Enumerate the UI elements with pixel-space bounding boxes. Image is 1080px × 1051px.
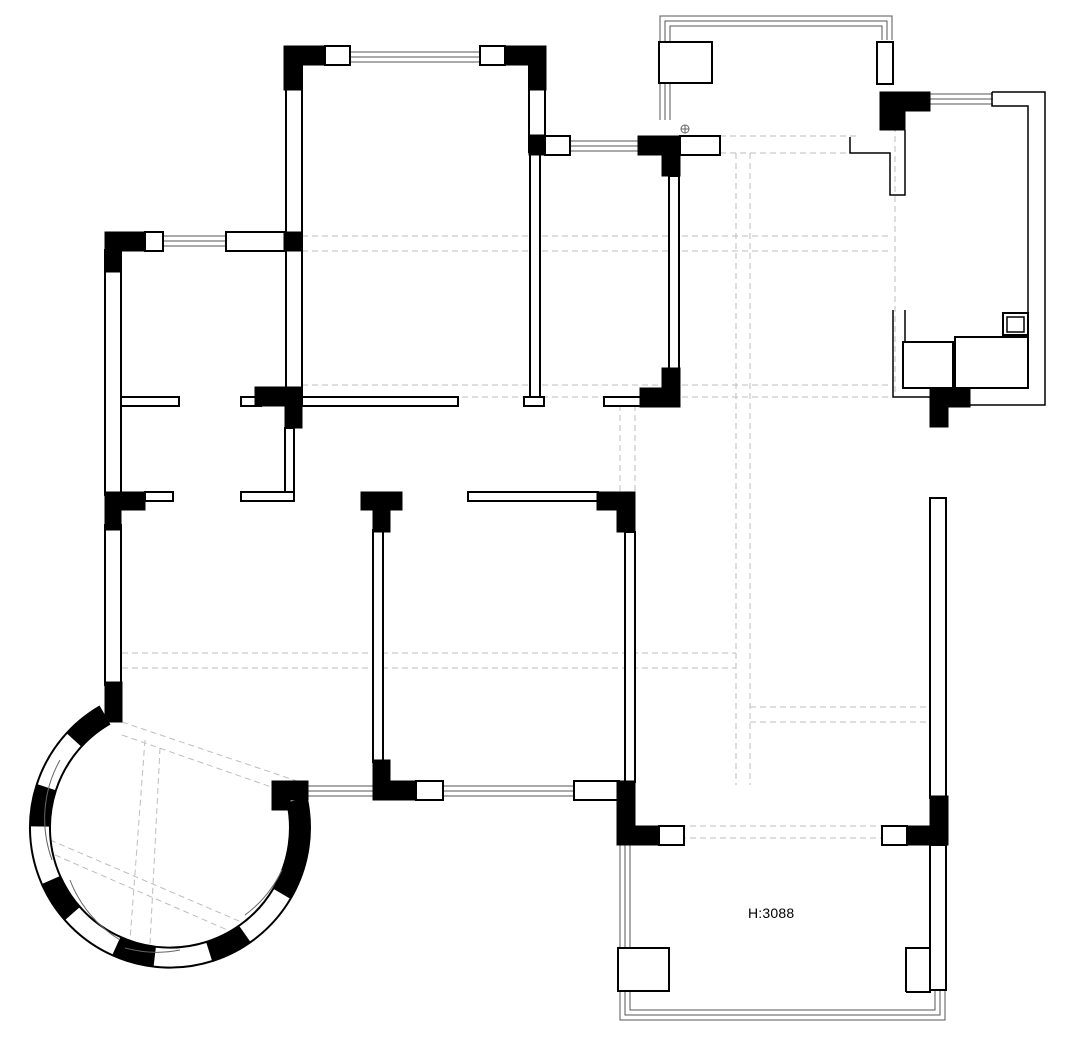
drain-marker <box>680 124 690 134</box>
beam-lines <box>49 106 930 945</box>
windows <box>163 15 993 1021</box>
ceiling-height-label: H:3088 <box>748 905 795 921</box>
walls <box>104 41 1046 993</box>
round-bay-window <box>29 705 311 969</box>
columns <box>104 45 971 846</box>
